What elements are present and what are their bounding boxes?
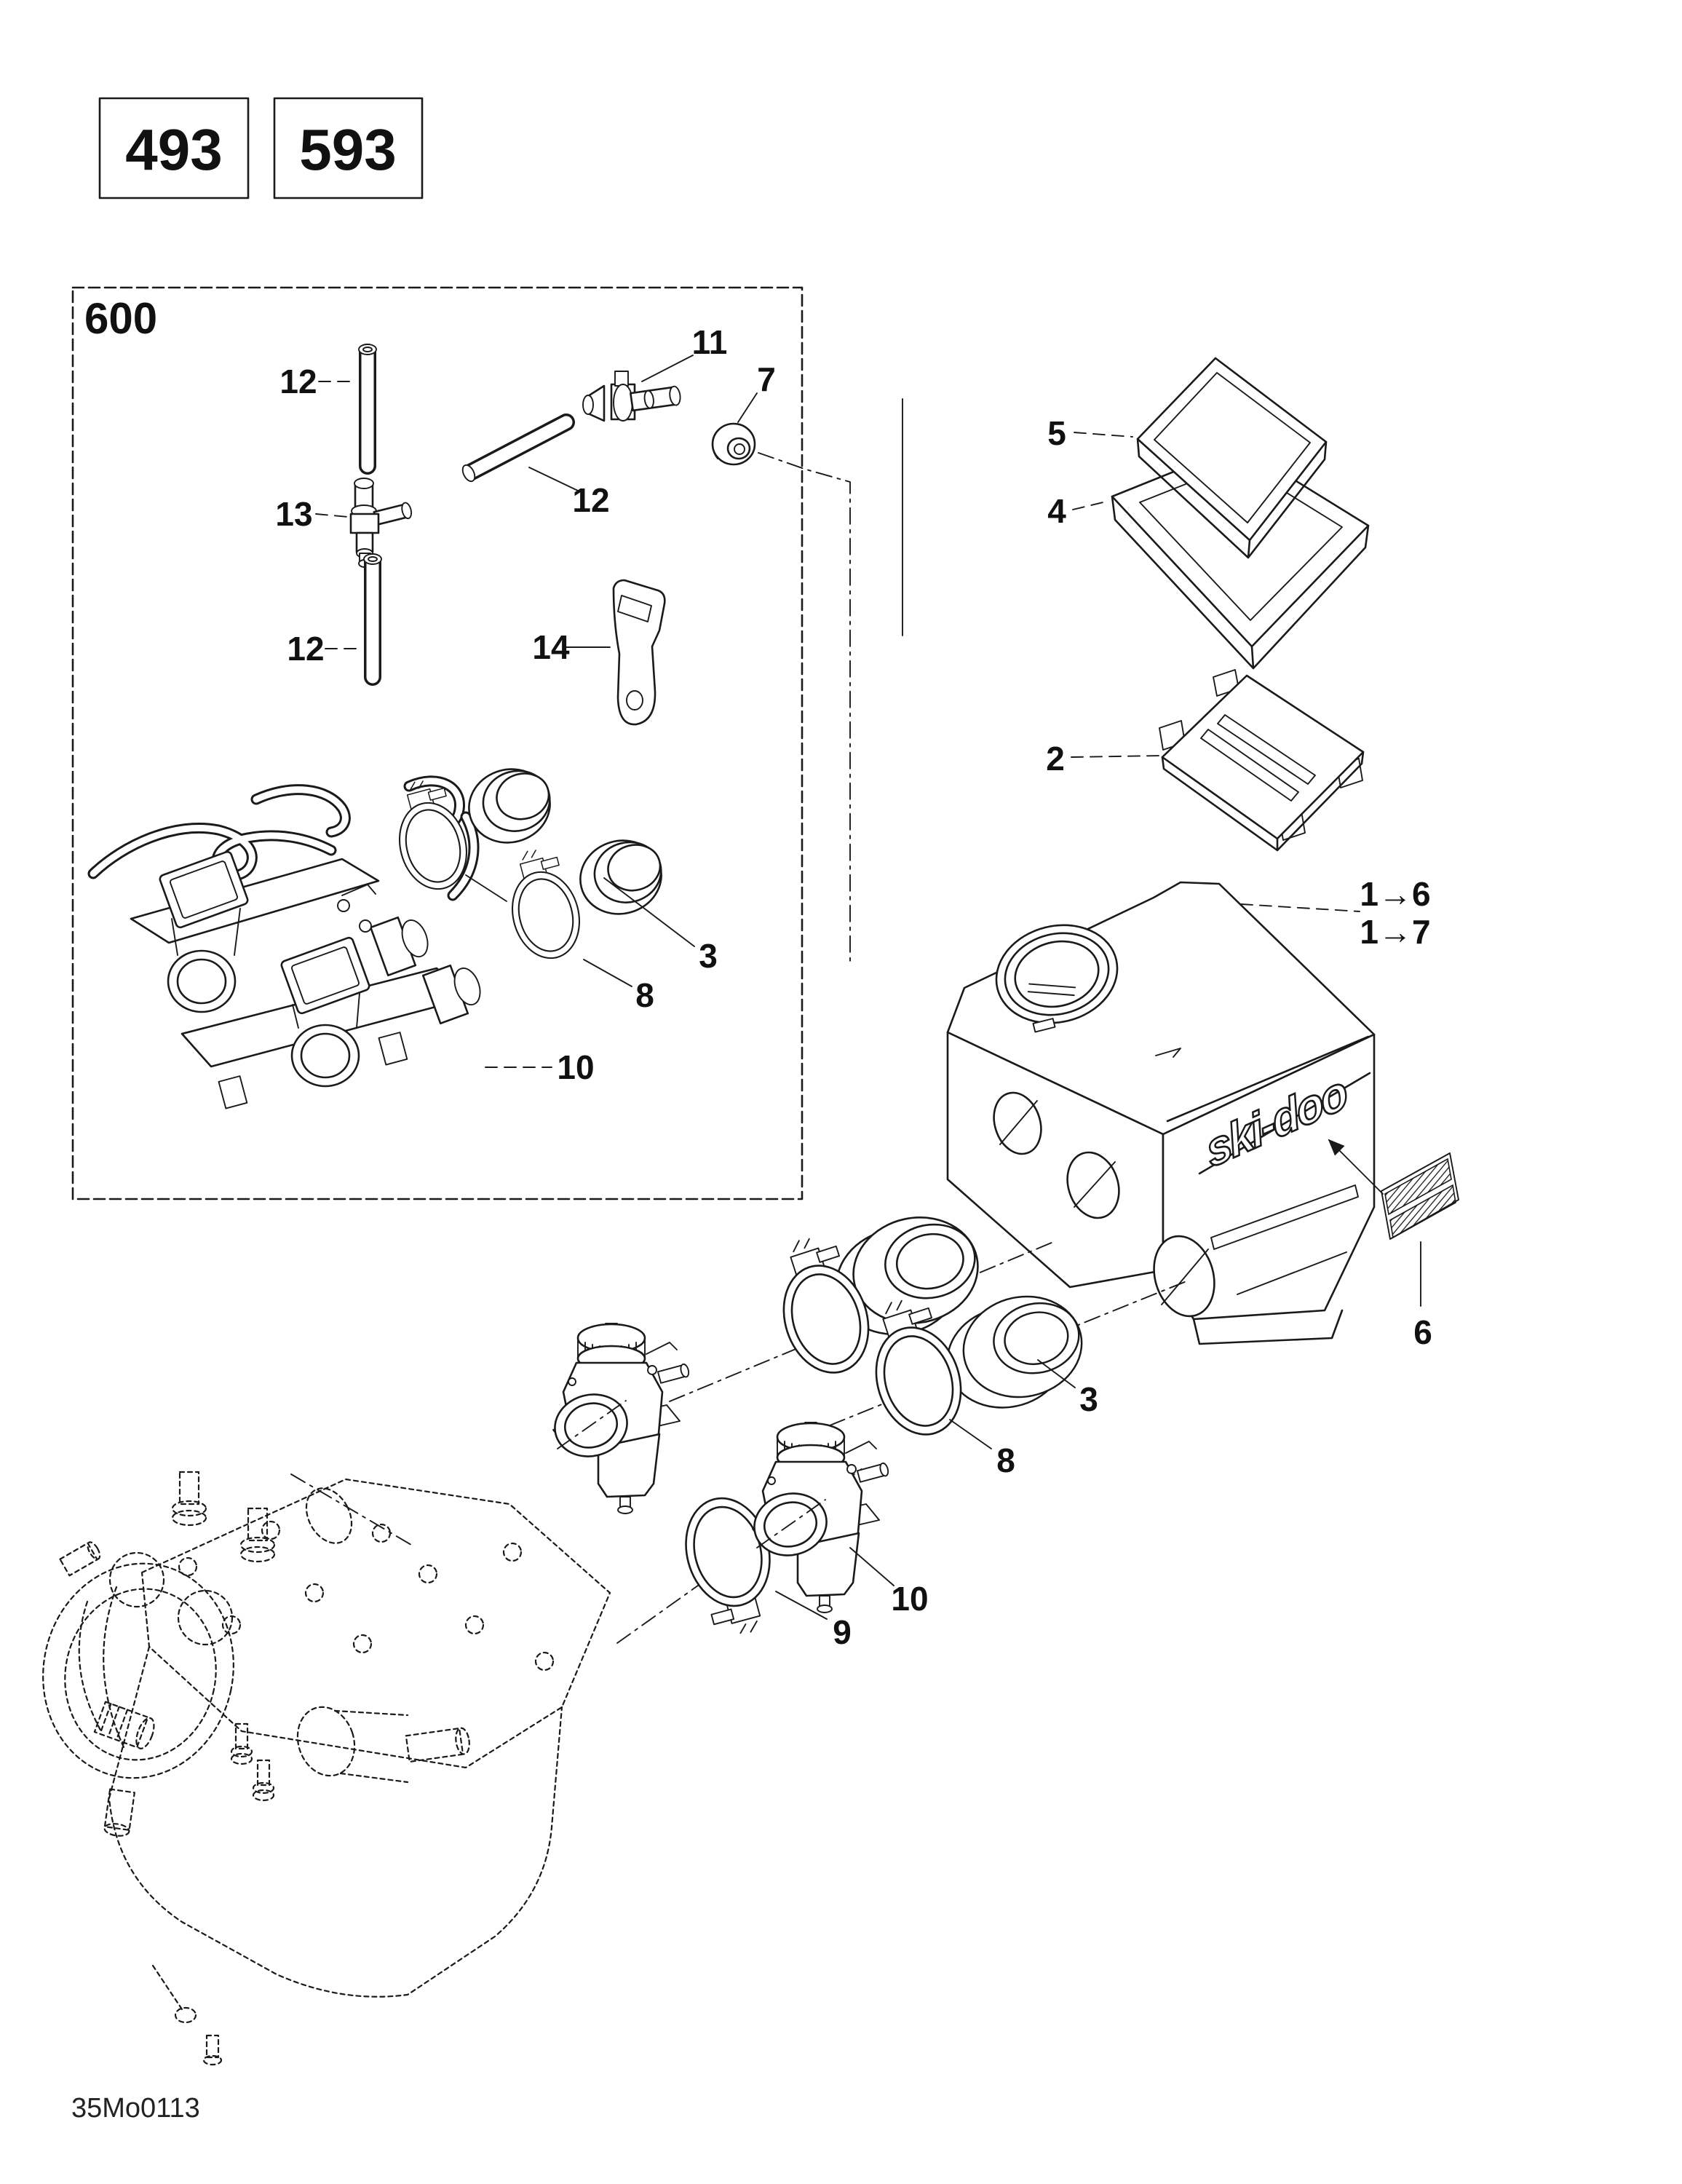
callout-12-middle: 12 — [572, 481, 609, 519]
inset-title: 600 — [84, 294, 157, 343]
callout-10: 10 — [891, 1580, 928, 1618]
callout-1-6: 1→6 — [1360, 875, 1430, 913]
callout-8: 8 — [996, 1441, 1015, 1479]
callout-4: 4 — [1047, 492, 1066, 530]
callout-3: 3 — [1079, 1380, 1098, 1418]
callout-5: 5 — [1047, 414, 1066, 452]
callout-10-inset: 10 — [557, 1048, 594, 1086]
mold-arrow — [1155, 1048, 1181, 1058]
callout-9: 9 — [833, 1613, 852, 1651]
main-callouts: 5 4 2 1→6 1→7 6 3 8 10 9 — [775, 414, 1432, 1651]
part-vent-tube-upper — [358, 344, 377, 475]
reference-lines — [758, 398, 903, 965]
callout-3-inset: 3 — [699, 937, 718, 975]
callout-14: 14 — [532, 628, 570, 666]
callout-13: 13 — [275, 495, 312, 533]
sheet-code: 35Mo0113 — [71, 2093, 200, 2124]
model-badge-group: 493 593 — [98, 97, 424, 199]
inset-callouts: 12 13 12 11 7 12 14 3 8 10 — [275, 323, 775, 1086]
inset-border — [71, 286, 804, 1200]
badge-box — [98, 97, 250, 199]
badge-label: 493 — [125, 117, 222, 182]
part-tee-fitting-cross — [349, 478, 413, 568]
inset-box-600: 600 — [71, 286, 804, 1200]
badge-box — [273, 97, 424, 199]
callout-6: 6 — [1413, 1313, 1432, 1351]
silencer-bottom-step — [1192, 1309, 1344, 1345]
callout-1-7: 1→7 — [1360, 913, 1430, 951]
part-cover-plate — [1159, 669, 1365, 852]
callout-12-upper: 12 — [279, 363, 317, 400]
part-grommet — [711, 422, 756, 466]
part-decal — [1328, 1139, 1459, 1240]
part-retaining-strap — [612, 579, 666, 726]
callout-2: 2 — [1046, 740, 1065, 778]
callout-8-inset: 8 — [635, 976, 654, 1014]
engine-ghost — [42, 1471, 611, 2066]
silencer-opening-ring — [995, 924, 1119, 1033]
callout-12-lower: 12 — [287, 630, 324, 668]
badge-label: 593 — [299, 117, 396, 182]
part-carburetor-assembly — [87, 775, 481, 1109]
callout-7: 7 — [757, 360, 776, 398]
part-vent-tube-middle — [461, 414, 575, 483]
part-air-filter — [1136, 357, 1328, 559]
part-tee-fitting-elbow — [582, 371, 681, 422]
callout-11: 11 — [692, 323, 728, 361]
part-vent-tube-lower — [363, 553, 382, 686]
air-silencer-box: ski-doo — [946, 881, 1376, 1345]
